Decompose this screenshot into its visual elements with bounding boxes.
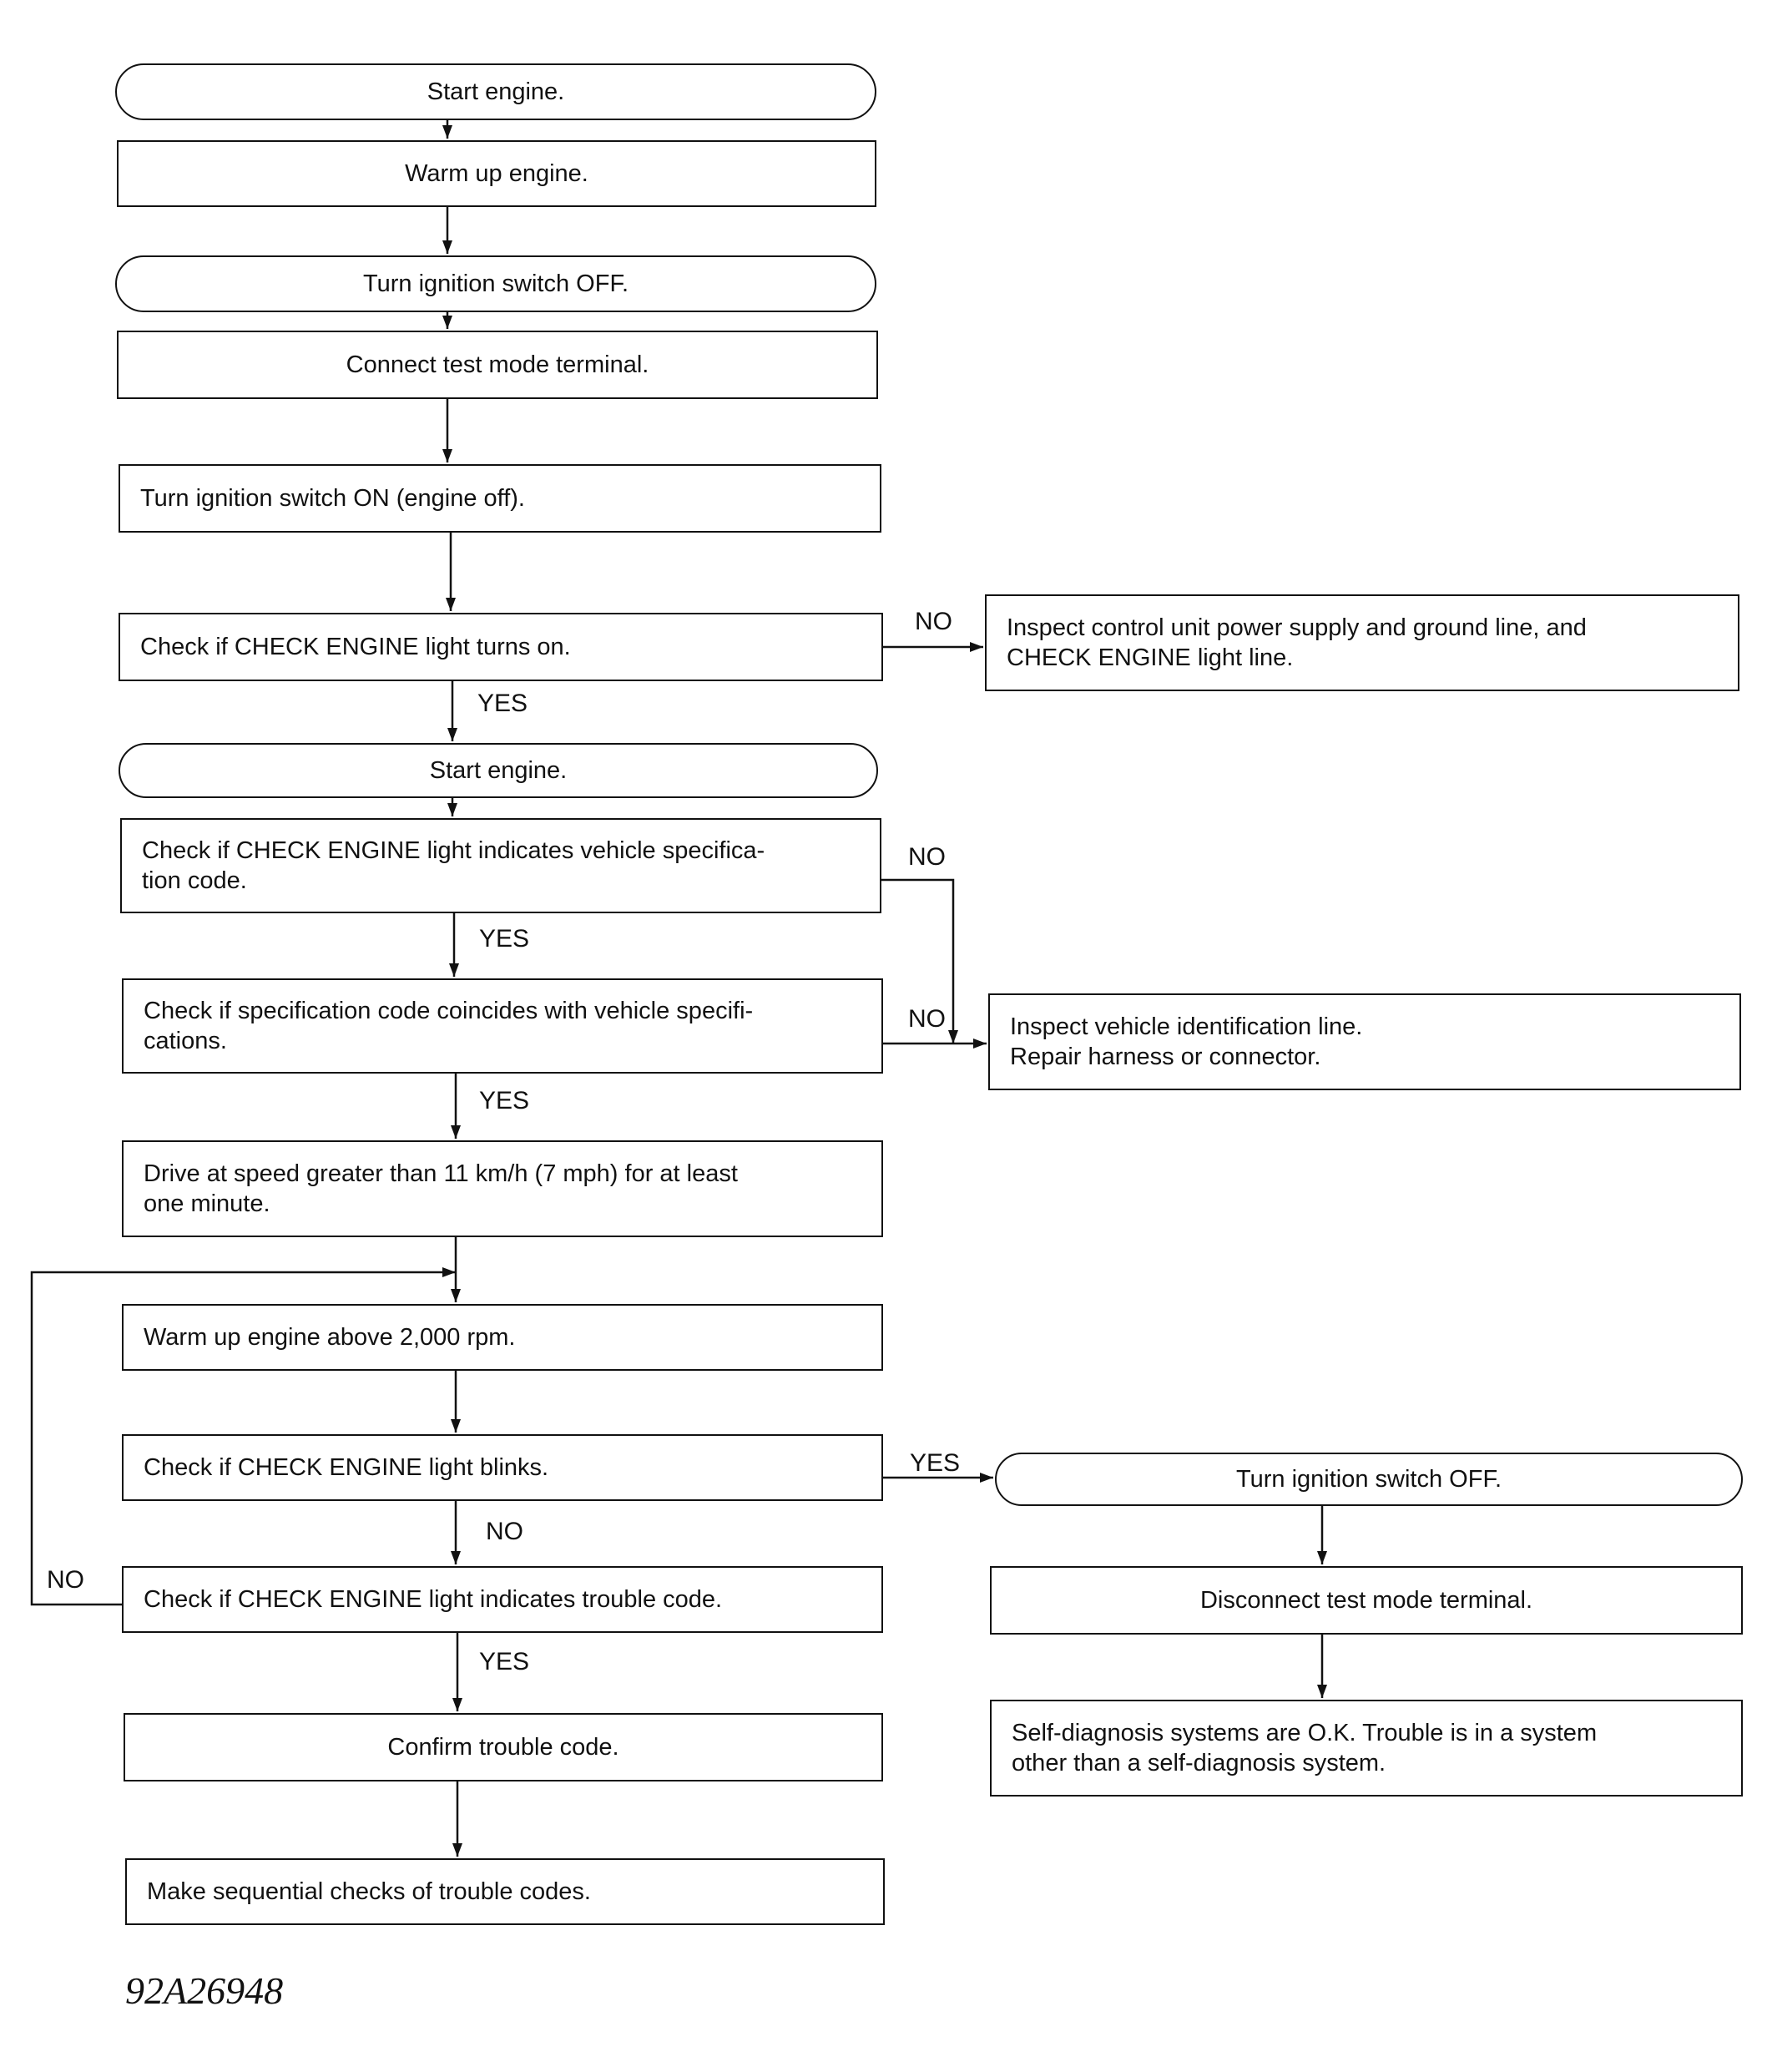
arrowhead bbox=[948, 1030, 958, 1044]
arrowhead bbox=[442, 1267, 456, 1277]
node-ignition-off-2: Turn ignition switch OFF. bbox=[995, 1453, 1743, 1506]
node-inspect-power-supply: Inspect control unit power supply and gr… bbox=[985, 594, 1739, 691]
label-blinks-yes: YES bbox=[910, 1449, 961, 1477]
node-check-light-on: Check if CHECK ENGINE light turns on. bbox=[119, 613, 883, 681]
arrowhead bbox=[451, 1289, 461, 1302]
node-check-blinks: Check if CHECK ENGINE light blinks. bbox=[122, 1434, 883, 1501]
node-sequential-checks-text: Make sequential checks of trouble codes. bbox=[147, 1878, 591, 1905]
node-drive-speed: Drive at speed greater than 11 km/h (7 m… bbox=[122, 1140, 883, 1237]
node-self-diagnosis-ok-text: Self-diagnosis systems are O.K. Trouble … bbox=[1012, 1720, 1598, 1776]
node-check-spec-code-text: Check if CHECK ENGINE light indicates ve… bbox=[142, 837, 765, 894]
node-inspect-power-supply-text: Inspect control unit power supply and gr… bbox=[1007, 614, 1587, 671]
node-check-trouble-code-text: Check if CHECK ENGINE light indicates tr… bbox=[144, 1586, 723, 1613]
node-warm-up-engine-text: Warm up engine. bbox=[405, 160, 588, 187]
node-self-diagnosis-ok: Self-diagnosis systems are O.K. Trouble … bbox=[990, 1700, 1743, 1797]
node-ignition-on-text: Turn ignition switch ON (engine off). bbox=[140, 485, 525, 512]
node-warm-up-2000: Warm up engine above 2,000 rpm. bbox=[122, 1304, 883, 1371]
arrowhead bbox=[451, 1551, 461, 1564]
node-disconnect-test-terminal-text: Disconnect test mode terminal. bbox=[1199, 1587, 1533, 1614]
node-ignition-off-1-text: Turn ignition switch OFF. bbox=[362, 270, 629, 297]
node-check-blinks-text: Check if CHECK ENGINE light blinks. bbox=[144, 1454, 549, 1481]
arrowhead bbox=[442, 125, 452, 139]
node-warm-up-2000-text: Warm up engine above 2,000 rpm. bbox=[144, 1324, 516, 1351]
node-warm-up-engine: Warm up engine. bbox=[117, 140, 876, 207]
figure-id: 92A26948 bbox=[125, 1969, 284, 2012]
arrowhead bbox=[451, 1419, 461, 1433]
node-ignition-on: Turn ignition switch ON (engine off). bbox=[119, 464, 881, 533]
label-spec-code-yes: YES bbox=[479, 925, 530, 953]
arrowhead bbox=[451, 1125, 461, 1139]
node-ignition-off-1: Turn ignition switch OFF. bbox=[115, 255, 876, 312]
node-check-spec-code: Check if CHECK ENGINE light indicates ve… bbox=[120, 818, 881, 913]
node-check-spec-coincides: Check if specification code coincides wi… bbox=[122, 978, 883, 1074]
node-inspect-vehicle-id: Inspect vehicle identification line. Rep… bbox=[988, 993, 1741, 1090]
label-light-on-no: NO bbox=[915, 608, 952, 635]
node-check-trouble-code: Check if CHECK ENGINE light indicates tr… bbox=[122, 1566, 883, 1633]
label-spec-coincides-yes: YES bbox=[479, 1087, 530, 1114]
arrowhead bbox=[973, 1039, 987, 1049]
node-ignition-off-2-text: Turn ignition switch OFF. bbox=[1235, 1466, 1502, 1493]
arrowhead bbox=[980, 1473, 993, 1483]
arrowhead bbox=[452, 1843, 462, 1857]
label-trouble-code-yes: YES bbox=[479, 1648, 530, 1675]
node-inspect-vehicle-id-text: Inspect vehicle identification line. Rep… bbox=[1010, 1013, 1363, 1070]
node-confirm-trouble-code: Confirm trouble code. bbox=[124, 1713, 883, 1781]
node-check-spec-coincides-text: Check if specification code coincides wi… bbox=[144, 998, 754, 1054]
node-start-engine-1: Start engine. bbox=[115, 63, 876, 120]
node-connect-test-terminal: Connect test mode terminal. bbox=[117, 331, 878, 399]
arrowhead bbox=[452, 1698, 462, 1711]
arrowhead bbox=[442, 449, 452, 462]
node-drive-speed-text: Drive at speed greater than 11 km/h (7 m… bbox=[144, 1160, 738, 1217]
node-start-engine-2: Start engine. bbox=[119, 743, 878, 798]
connector-line bbox=[30, 1271, 456, 1606]
node-disconnect-test-terminal: Disconnect test mode terminal. bbox=[990, 1566, 1743, 1635]
node-connect-test-terminal-text: Connect test mode terminal. bbox=[346, 351, 649, 378]
node-sequential-checks: Make sequential checks of trouble codes. bbox=[125, 1858, 885, 1925]
arrowhead bbox=[442, 240, 452, 254]
node-check-light-on-text: Check if CHECK ENGINE light turns on. bbox=[140, 634, 571, 660]
arrowhead bbox=[447, 803, 457, 816]
node-start-engine-2-text: Start engine. bbox=[429, 757, 568, 784]
arrowhead bbox=[1317, 1685, 1327, 1698]
arrowhead bbox=[442, 316, 452, 329]
connector-line bbox=[881, 878, 955, 1044]
arrowhead bbox=[1317, 1551, 1327, 1564]
arrowhead bbox=[449, 963, 459, 977]
node-confirm-trouble-code-text: Confirm trouble code. bbox=[387, 1734, 619, 1761]
label-trouble-code-no: NO bbox=[47, 1566, 84, 1594]
label-spec-code-no: NO bbox=[908, 843, 946, 871]
arrowhead bbox=[970, 642, 983, 652]
node-start-engine-1-text: Start engine. bbox=[427, 78, 565, 105]
arrowhead bbox=[446, 598, 456, 611]
arrowhead bbox=[447, 728, 457, 741]
label-light-on-yes: YES bbox=[477, 690, 528, 717]
label-spec-coincides-no: NO bbox=[908, 1005, 946, 1033]
label-blinks-no: NO bbox=[486, 1518, 523, 1545]
